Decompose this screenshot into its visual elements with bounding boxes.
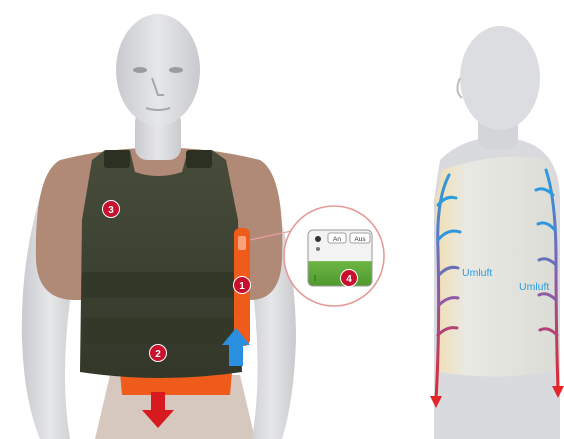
on-label: An [333,236,341,243]
marker-2-number: 2 [155,349,161,360]
marker-4-number: 4 [346,274,352,285]
airflow-label-left: Umluft [462,267,492,279]
vest-belt-lower [82,318,240,344]
marker-2: 2 [150,345,167,362]
marker-3-number: 3 [108,205,114,216]
marker-1-number: 1 [239,281,245,292]
off-label: Aus [354,236,366,243]
marker-3: 3 [103,201,120,218]
front-figure [22,14,296,439]
airflow-label-right: Umluft [519,281,549,293]
vest-belt-upper [82,272,240,298]
power-icon [315,236,321,242]
marker-1: 1 [234,277,251,294]
marker-4: 4 [341,270,358,287]
side-head [460,26,540,130]
